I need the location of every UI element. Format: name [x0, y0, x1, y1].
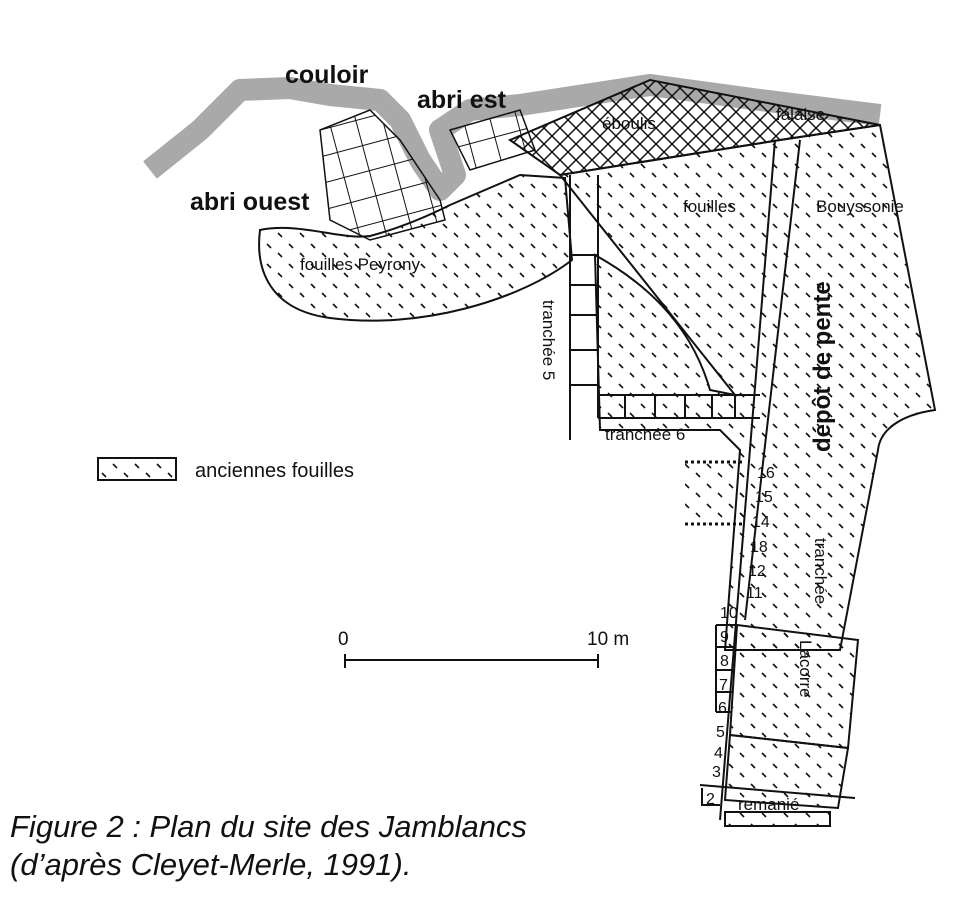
- square-label: 16: [757, 465, 775, 482]
- figure-caption: Figure 2 : Plan du site des Jamblancs (d…: [10, 808, 527, 884]
- square-label: 14: [752, 514, 770, 531]
- cliff-band: [143, 74, 882, 201]
- circle-bordered-block: [685, 462, 745, 524]
- label-tranchee: tranchée: [811, 538, 830, 604]
- label-abri-est: abri est: [417, 86, 507, 114]
- square-label: 7: [719, 677, 728, 694]
- legend-swatch: [97, 457, 177, 481]
- tranchee-6: [598, 394, 760, 419]
- square-label: 2: [706, 791, 715, 808]
- label-bouyssonie: Bouyssonie: [816, 197, 904, 216]
- label-abri-ouest: abri ouest: [190, 188, 310, 216]
- tranchee-5: [569, 175, 599, 440]
- square-label: 6: [718, 700, 727, 717]
- label-couloir: couloir: [285, 61, 369, 89]
- square-label: 8: [720, 653, 729, 670]
- label-tranchee-5: tranchée 5: [539, 300, 558, 380]
- square-label: 15: [755, 489, 773, 506]
- square-label: 10: [720, 605, 738, 622]
- label-fouilles-peyrony: fouilles Peyrony: [300, 255, 421, 274]
- label-lacorre: Lacorre: [796, 640, 815, 698]
- label-falaise: falaise: [776, 105, 825, 124]
- label-fouilles: fouilles: [683, 197, 736, 216]
- scale-bar: [344, 654, 599, 668]
- depot-trench: [719, 139, 801, 821]
- square-label: 11: [746, 585, 763, 602]
- square-label: 9: [720, 629, 729, 646]
- scale-start: 0: [338, 629, 349, 650]
- square-label: 5: [716, 724, 725, 741]
- legend-label: anciennes fouilles: [195, 460, 354, 482]
- label-tranchee-6: tranchée 6: [605, 425, 685, 444]
- label-eboulis: éboulis: [602, 114, 656, 133]
- square-label: 18: [750, 539, 768, 556]
- label-depot-de-pente: dépôt de pente: [809, 281, 836, 452]
- tranchee-lacorre: [728, 623, 860, 750]
- fouilles-bouyssonie-area: [558, 123, 937, 651]
- label-remanie: remanié: [738, 795, 799, 814]
- square-label: 4: [714, 745, 723, 762]
- caption-line-2: (d’après Cleyet-Merle, 1991).: [10, 847, 412, 882]
- abri-ouest-grid: [319, 109, 446, 241]
- square-label: 3: [712, 764, 721, 781]
- caption-line-1: Figure 2 : Plan du site des Jamblancs: [10, 809, 527, 844]
- square-label: 12: [748, 563, 766, 580]
- fouilles-peyrony-area: [258, 173, 574, 322]
- scale-end: 10 m: [587, 629, 629, 650]
